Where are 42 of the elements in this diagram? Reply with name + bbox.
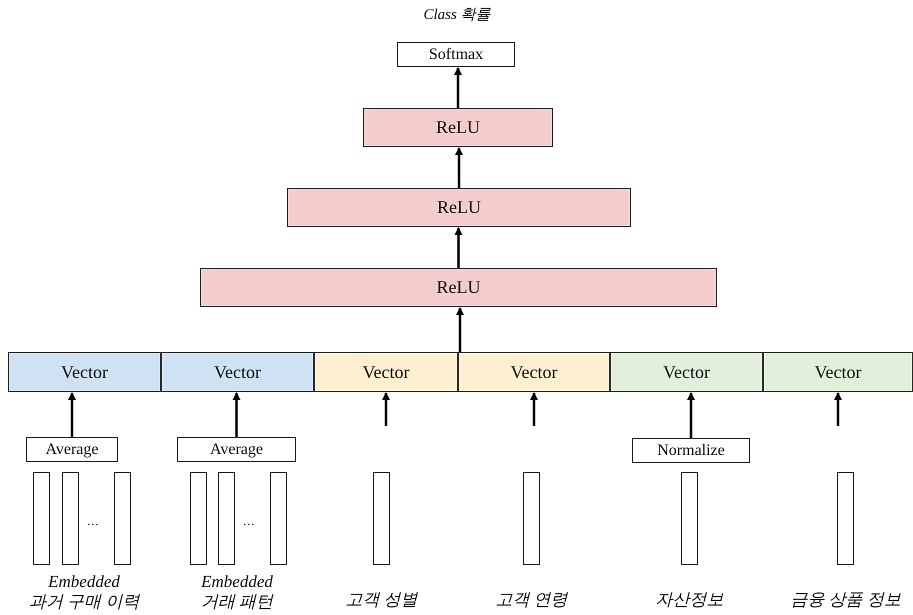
arrow [68,392,76,437]
arrow [687,392,695,438]
operation-box: Normalize [632,438,750,463]
input-label: 자산정보 [656,590,724,610]
vector-cell: Vector [610,352,763,392]
arrow [454,227,462,268]
arrow [455,147,463,188]
input-vector-bar [190,472,207,565]
relu-layer-box: ReLU [287,188,631,227]
input-label: 고객 성별 [345,590,418,610]
arrow [382,392,390,426]
input-vector-bar [218,472,235,565]
vector-cell: Vector [161,352,314,392]
relu-layer-box: ReLU [200,268,717,307]
input-vector-bar [523,472,540,565]
input-vector-bar [33,472,50,565]
vector-cell: Vector [314,352,458,392]
input-vector-bar [270,472,287,565]
input-vector-bar [373,472,390,565]
input-vector-bar [681,472,698,565]
output-label: Class 확률 [423,6,491,24]
arrow [834,392,842,426]
input-label: Embedded 거래 패턴 [200,572,274,613]
input-label: 금융 상품 정보 [790,590,901,610]
arrow [454,67,462,108]
input-label: Embedded 과거 구매 이력 [28,572,140,613]
input-vector-bar [62,472,79,565]
relu-layer-box: ReLU [363,108,553,147]
vector-cell: Vector [458,352,610,392]
operation-box: Average [177,437,296,462]
input-label: 고객 연령 [495,590,568,610]
ellipsis: … [244,514,254,528]
input-vector-bar [837,472,854,565]
vector-cell: Vector [8,352,161,392]
operation-box: Average [26,437,118,462]
softmax-box: Softmax [397,42,515,67]
arrow [456,307,464,352]
ellipsis: … [88,514,98,528]
arrow [232,392,240,437]
input-vector-bar [114,472,131,565]
vector-cell: Vector [763,352,913,392]
arrow [530,392,538,426]
